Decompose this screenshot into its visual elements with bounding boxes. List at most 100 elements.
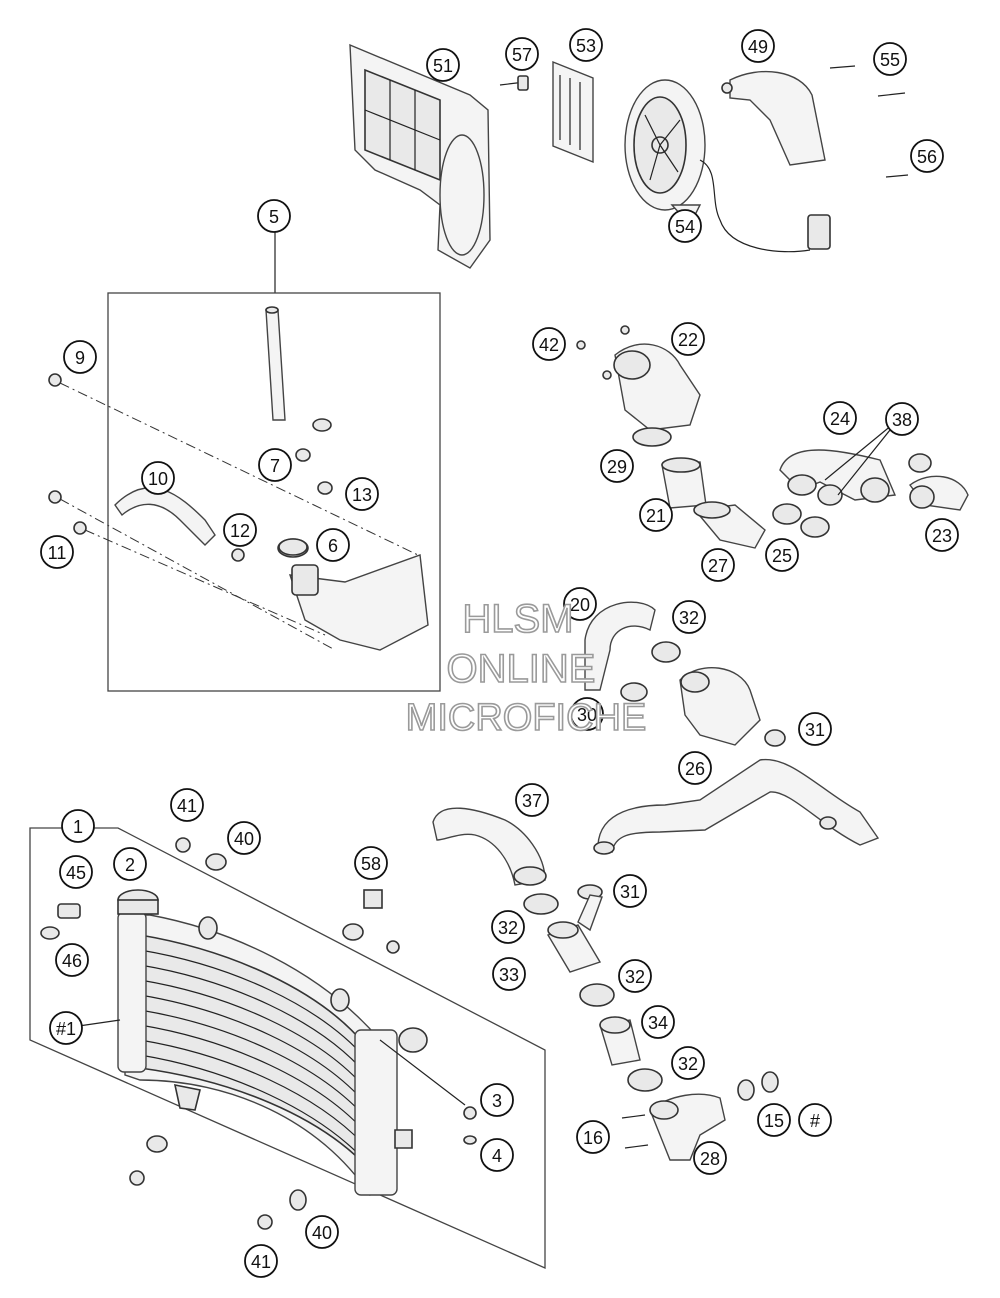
callout-32d: 32 [671,1046,705,1080]
callout-circle [600,449,634,483]
callout-number: 46 [62,951,82,971]
callout-number: 21 [646,506,666,526]
callout-number: 57 [512,45,532,65]
callout-number: 13 [352,485,372,505]
callout-number: 4 [492,1146,502,1166]
callout-number: 11 [48,543,67,563]
breather-hose [114,487,216,546]
callout-number: 34 [648,1013,668,1033]
callout-circle [223,513,257,547]
callout-28: 28 [693,1141,727,1175]
callout-number: 16 [583,1128,603,1148]
callout-49: 49 [741,29,775,63]
watermark-line2: ONLINE [447,647,596,691]
callout-circle [668,209,702,243]
callout-layer: 123456791011121315#162021222324252627282… [40,28,959,1278]
callout-number: 30 [577,705,597,725]
radiator [117,911,428,1197]
callout-number: 45 [66,863,86,883]
thermostat-housing [679,666,761,746]
callout-16: 16 [576,1120,610,1154]
callout-circle [113,847,147,881]
callout-number: 41 [177,796,197,816]
hose-clamps [231,418,333,562]
callout-number: 55 [880,50,900,70]
callout-number: 37 [522,791,542,811]
o-rings [737,1071,779,1101]
callout-number: 32 [679,608,699,628]
callout-32c: 32 [618,959,652,993]
callout-circle [701,548,735,582]
callout-11: 11 [40,535,74,569]
callout-number: 51 [433,56,453,76]
callout-number: 12 [230,521,250,541]
callout-circle [426,48,460,82]
callout-number: 2 [125,855,135,875]
callout-51: 51 [426,48,460,82]
callout-circle [693,1141,727,1175]
callout-27: 27 [701,548,735,582]
clamp-32-mid [651,641,681,663]
callout-circle [55,943,89,977]
watermark: HLSM ONLINE MICROFICHE [405,596,647,740]
callout-circle [345,477,379,511]
bolt-56 [885,174,909,178]
water-pump [576,325,701,431]
callout-number: 5 [269,207,279,227]
callout-7: 7 [258,448,292,482]
hose-20 [584,601,656,691]
callout-circle [492,957,526,991]
callout-circle [354,846,388,880]
callout-29: 29 [600,449,634,483]
callout-4: 4 [480,1138,514,1172]
callout-26: 26 [678,751,712,785]
callout-circle [141,461,175,495]
callout-number: 53 [576,36,596,56]
callout-circle [316,528,350,562]
dash-leaders-tank [59,382,419,651]
callout-circle [491,910,525,944]
callout-9: 9 [63,340,97,374]
watermark-line3: MICROFICHE [406,697,647,739]
callout-37: 37 [515,783,549,817]
clamp-32-lower-b [579,983,615,1007]
callout-circle [672,600,706,634]
callout-hash: # [798,1103,832,1137]
callout-circle [823,401,857,435]
callout-number: 31 [805,720,825,740]
callout-number: 58 [361,854,381,874]
callout-circle [570,697,604,731]
hose-26 [593,758,880,855]
callout-circle [671,322,705,356]
callout-circle [532,327,566,361]
callout-number: 23 [932,526,952,546]
callout-30: 30 [570,697,604,731]
callout-circle [798,712,832,746]
callout-54: 54 [668,209,702,243]
clamp-30 [620,682,648,702]
callout-15: 15 [757,1103,791,1137]
callout-number: 40 [312,1223,332,1243]
callout-31a: 31 [798,712,832,746]
hose-27 [693,501,766,549]
callout-number: #1 [56,1019,76,1039]
callout-circle [618,959,652,993]
callout-38: 38 [885,402,919,436]
callout-circle [40,535,74,569]
callout-31b: 31 [613,874,647,908]
callout-3: 3 [480,1083,514,1117]
expansion-tank [277,538,429,651]
fan-cover [721,70,826,166]
callout-24: 24 [823,401,857,435]
callout-number: 9 [75,348,85,368]
callout-circle [671,1046,705,1080]
callout-circle [170,788,204,822]
callout-45: 45 [59,855,93,889]
callout-circle [641,1005,675,1039]
callout-5: 5 [257,199,291,233]
callout-number: 3 [492,1091,502,1111]
callout-circle [49,1011,83,1045]
callout-13: 13 [345,477,379,511]
callout-circle [678,751,712,785]
callout-circle [61,809,95,843]
